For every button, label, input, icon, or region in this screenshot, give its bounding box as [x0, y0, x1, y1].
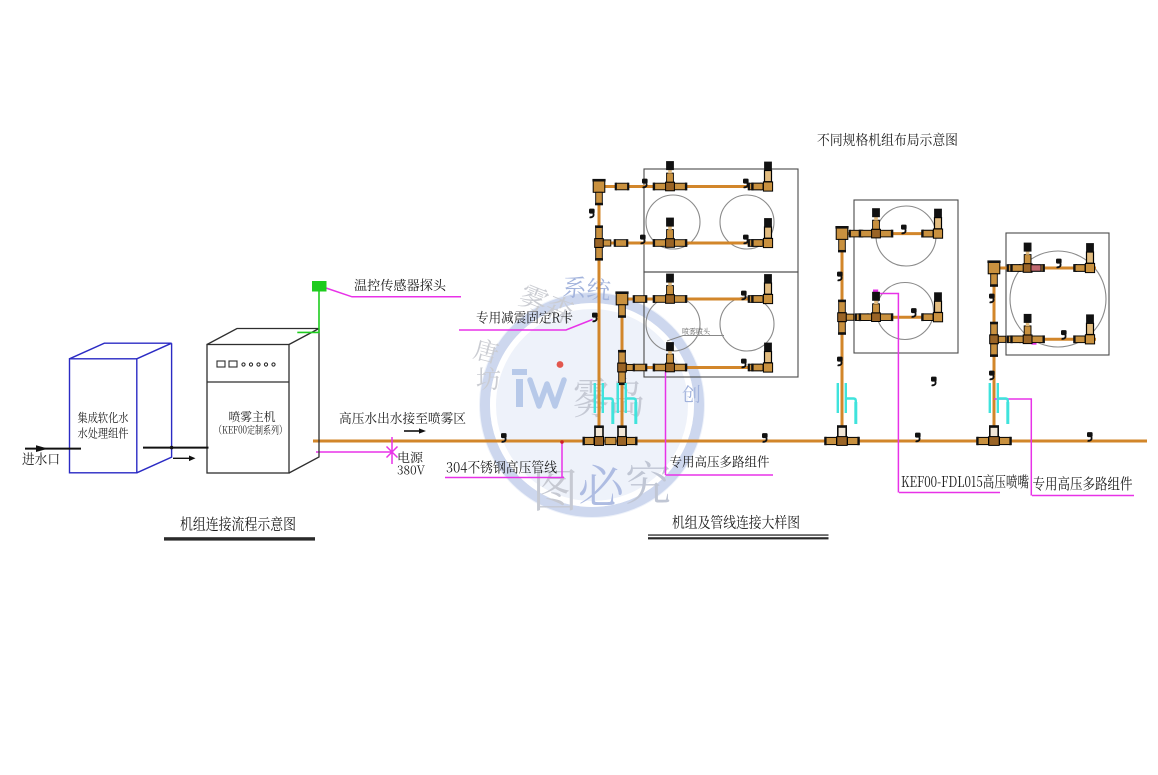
- svg-text:喷雾喷头: 喷雾喷头: [682, 327, 711, 337]
- svg-text:电源: 电源: [397, 448, 424, 466]
- svg-text:集成软化水: 集成软化水: [78, 409, 129, 426]
- svg-text:380V: 380V: [397, 461, 425, 479]
- svg-text:高压水出水接至喷雾区: 高压水出水接至喷雾区: [339, 408, 466, 427]
- svg-text:必: 必: [578, 451, 626, 517]
- svg-text:雾岛: 雾岛: [573, 366, 645, 427]
- svg-text:专用减震固定R卡: 专用减震固定R卡: [476, 307, 573, 327]
- svg-text:图: 图: [532, 455, 578, 521]
- svg-text:KEF00-FDL015高压喷嘴: KEF00-FDL015高压喷嘴: [901, 471, 1029, 492]
- svg-text:坊: 坊: [476, 360, 501, 396]
- svg-text:喷雾主机: 喷雾主机: [229, 408, 276, 425]
- svg-text:创: 创: [682, 380, 701, 407]
- svg-text:温控传感器探头: 温控传感器探头: [354, 275, 447, 294]
- svg-text:究: 究: [625, 448, 671, 514]
- svg-text:系统: 系统: [561, 267, 612, 306]
- svg-text:不同规格机组布局示意图: 不同规格机组布局示意图: [817, 130, 958, 150]
- svg-text:304不锈钢高压管线: 304不锈钢高压管线: [446, 457, 557, 477]
- svg-text:（KEF00定制系列）: （KEF00定制系列）: [214, 423, 287, 438]
- svg-text:专用高压多路组件: 专用高压多路组件: [1033, 473, 1133, 494]
- svg-text:专用高压多路组件: 专用高压多路组件: [670, 452, 770, 471]
- svg-text:机组连接流程示意图: 机组连接流程示意图: [180, 513, 296, 535]
- svg-text:机组及管线连接大样图: 机组及管线连接大样图: [672, 511, 800, 532]
- svg-text:水处理组件: 水处理组件: [78, 425, 129, 442]
- svg-text:进水口: 进水口: [22, 448, 60, 468]
